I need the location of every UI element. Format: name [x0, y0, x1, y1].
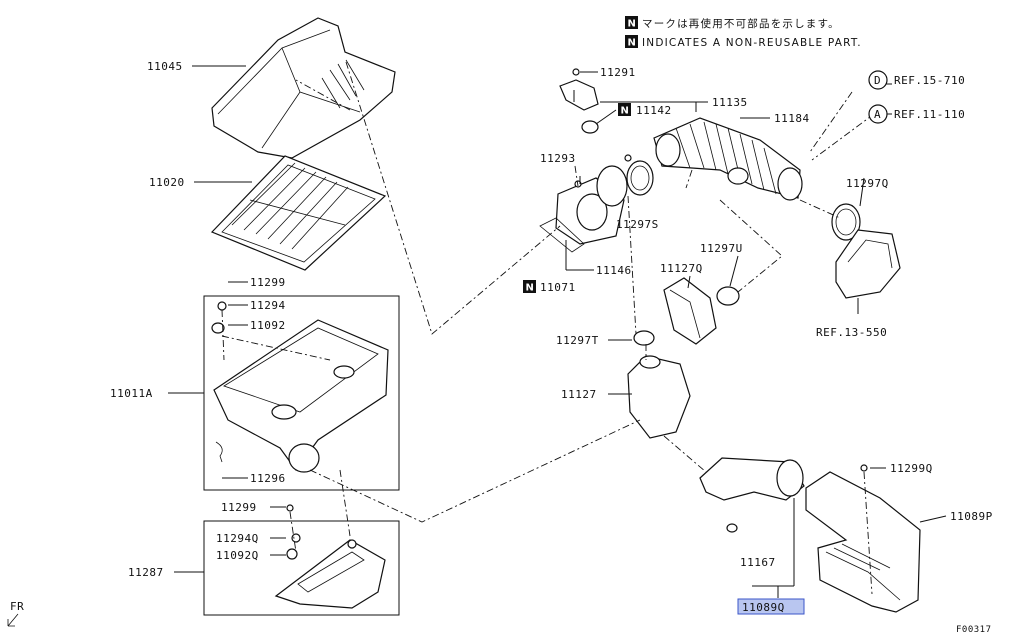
label-11092[interactable]: 11092	[250, 319, 286, 332]
ref-13-550[interactable]: REF.13-550	[816, 326, 887, 339]
label-11167[interactable]: 11167	[740, 556, 776, 569]
part-11135-sensor	[559, 68, 599, 134]
label-11299-top[interactable]: 11299	[250, 276, 286, 289]
ref-15-710[interactable]: REF.15-710	[894, 74, 965, 87]
part-11127Q-resonator	[663, 277, 717, 345]
label-11299Q[interactable]: 11299Q	[890, 462, 933, 475]
label-11294[interactable]: 11294	[250, 299, 286, 312]
part-11127-resonator	[627, 355, 691, 439]
label-11142[interactable]: 11142	[636, 104, 672, 117]
non-reusable-mark-icon	[523, 280, 536, 293]
assembly-box-11287	[203, 520, 400, 616]
part-11287-bracket	[274, 504, 386, 609]
legend-n-mark-2: N	[628, 38, 636, 49]
legend-notes: N マークは再使用不可部品を示します。 N INDICATES A NON-RE…	[625, 16, 862, 49]
part-11146-flange	[539, 165, 628, 253]
ref-13-550-duct	[835, 229, 901, 299]
legend-jp-text: マークは再使用不可部品を示します。	[642, 17, 840, 30]
ref-circle-d-letter: D	[874, 74, 881, 87]
part-11020-filter	[210, 155, 387, 271]
ref-11-110[interactable]: REF.11-110	[894, 108, 965, 121]
n-mark-11071: N	[526, 283, 534, 294]
label-11127Q[interactable]: 11127Q	[660, 262, 703, 275]
label-11294Q[interactable]: 11294Q	[216, 532, 259, 545]
ref-circle-a	[868, 104, 888, 124]
legend-en-text: INDICATES A NON-REUSABLE PART.	[642, 37, 862, 49]
part-11089P-duct	[805, 464, 921, 613]
front-arrow-icon	[7, 613, 19, 627]
non-reusable-mark-icon	[625, 16, 638, 29]
non-reusable-mark-icon	[618, 103, 631, 116]
part-11297U-clamp	[716, 286, 740, 306]
fr-indicator: FR	[7, 600, 24, 627]
label-11297S[interactable]: 11297S	[616, 218, 659, 231]
label-11297T[interactable]: 11297T	[556, 334, 599, 347]
label-11146[interactable]: 11146	[596, 264, 632, 277]
label-11089Q[interactable]: 11089Q	[742, 601, 785, 614]
legend-n-mark-1: N	[628, 19, 636, 30]
label-11296[interactable]: 11296	[250, 472, 286, 485]
non-reusable-mark-icon	[625, 35, 638, 48]
label-11287[interactable]: 11287	[128, 566, 164, 579]
part-11089Q-hose	[699, 457, 805, 533]
part-11297Q-clamp	[831, 203, 861, 241]
part-11297T-clamp	[633, 330, 655, 346]
label-11135[interactable]: 11135	[712, 96, 748, 109]
fr-label: FR	[10, 600, 24, 613]
part-11011A-case	[211, 301, 389, 473]
ref-circle-a-letter: A	[874, 108, 881, 121]
n-mark-11142: N	[621, 106, 629, 117]
label-11184[interactable]: 11184	[774, 112, 810, 125]
part-labels: 11045 11020 11299 11294 11092 11011A 112…	[110, 60, 993, 615]
label-11089P[interactable]: 11089P	[950, 510, 993, 523]
reference-labels: D REF.15-710 A REF.11-110 REF.13-550	[816, 70, 965, 339]
part-11184-hose	[624, 117, 803, 201]
label-11293[interactable]: 11293	[540, 152, 576, 165]
label-11020[interactable]: 11020	[149, 176, 185, 189]
label-11092Q[interactable]: 11092Q	[216, 549, 259, 562]
label-11291[interactable]: 11291	[600, 66, 636, 79]
figure-code: F00317	[956, 625, 992, 635]
part-11297S-clamp	[626, 160, 654, 196]
indication-lines	[221, 61, 875, 595]
leader-lines	[168, 65, 947, 598]
label-11071[interactable]: 11071	[540, 281, 576, 294]
ref-circle-d	[868, 70, 888, 90]
label-11011A[interactable]: 11011A	[110, 387, 153, 400]
label-11297Q[interactable]: 11297Q	[846, 177, 889, 190]
label-11045[interactable]: 11045	[147, 60, 183, 73]
label-11297U[interactable]: 11297U	[700, 242, 743, 255]
highlight-11089Q	[737, 598, 805, 615]
part-11045-cover	[211, 17, 396, 159]
label-11127[interactable]: 11127	[561, 388, 597, 401]
label-11299-bottom[interactable]: 11299	[221, 501, 257, 514]
